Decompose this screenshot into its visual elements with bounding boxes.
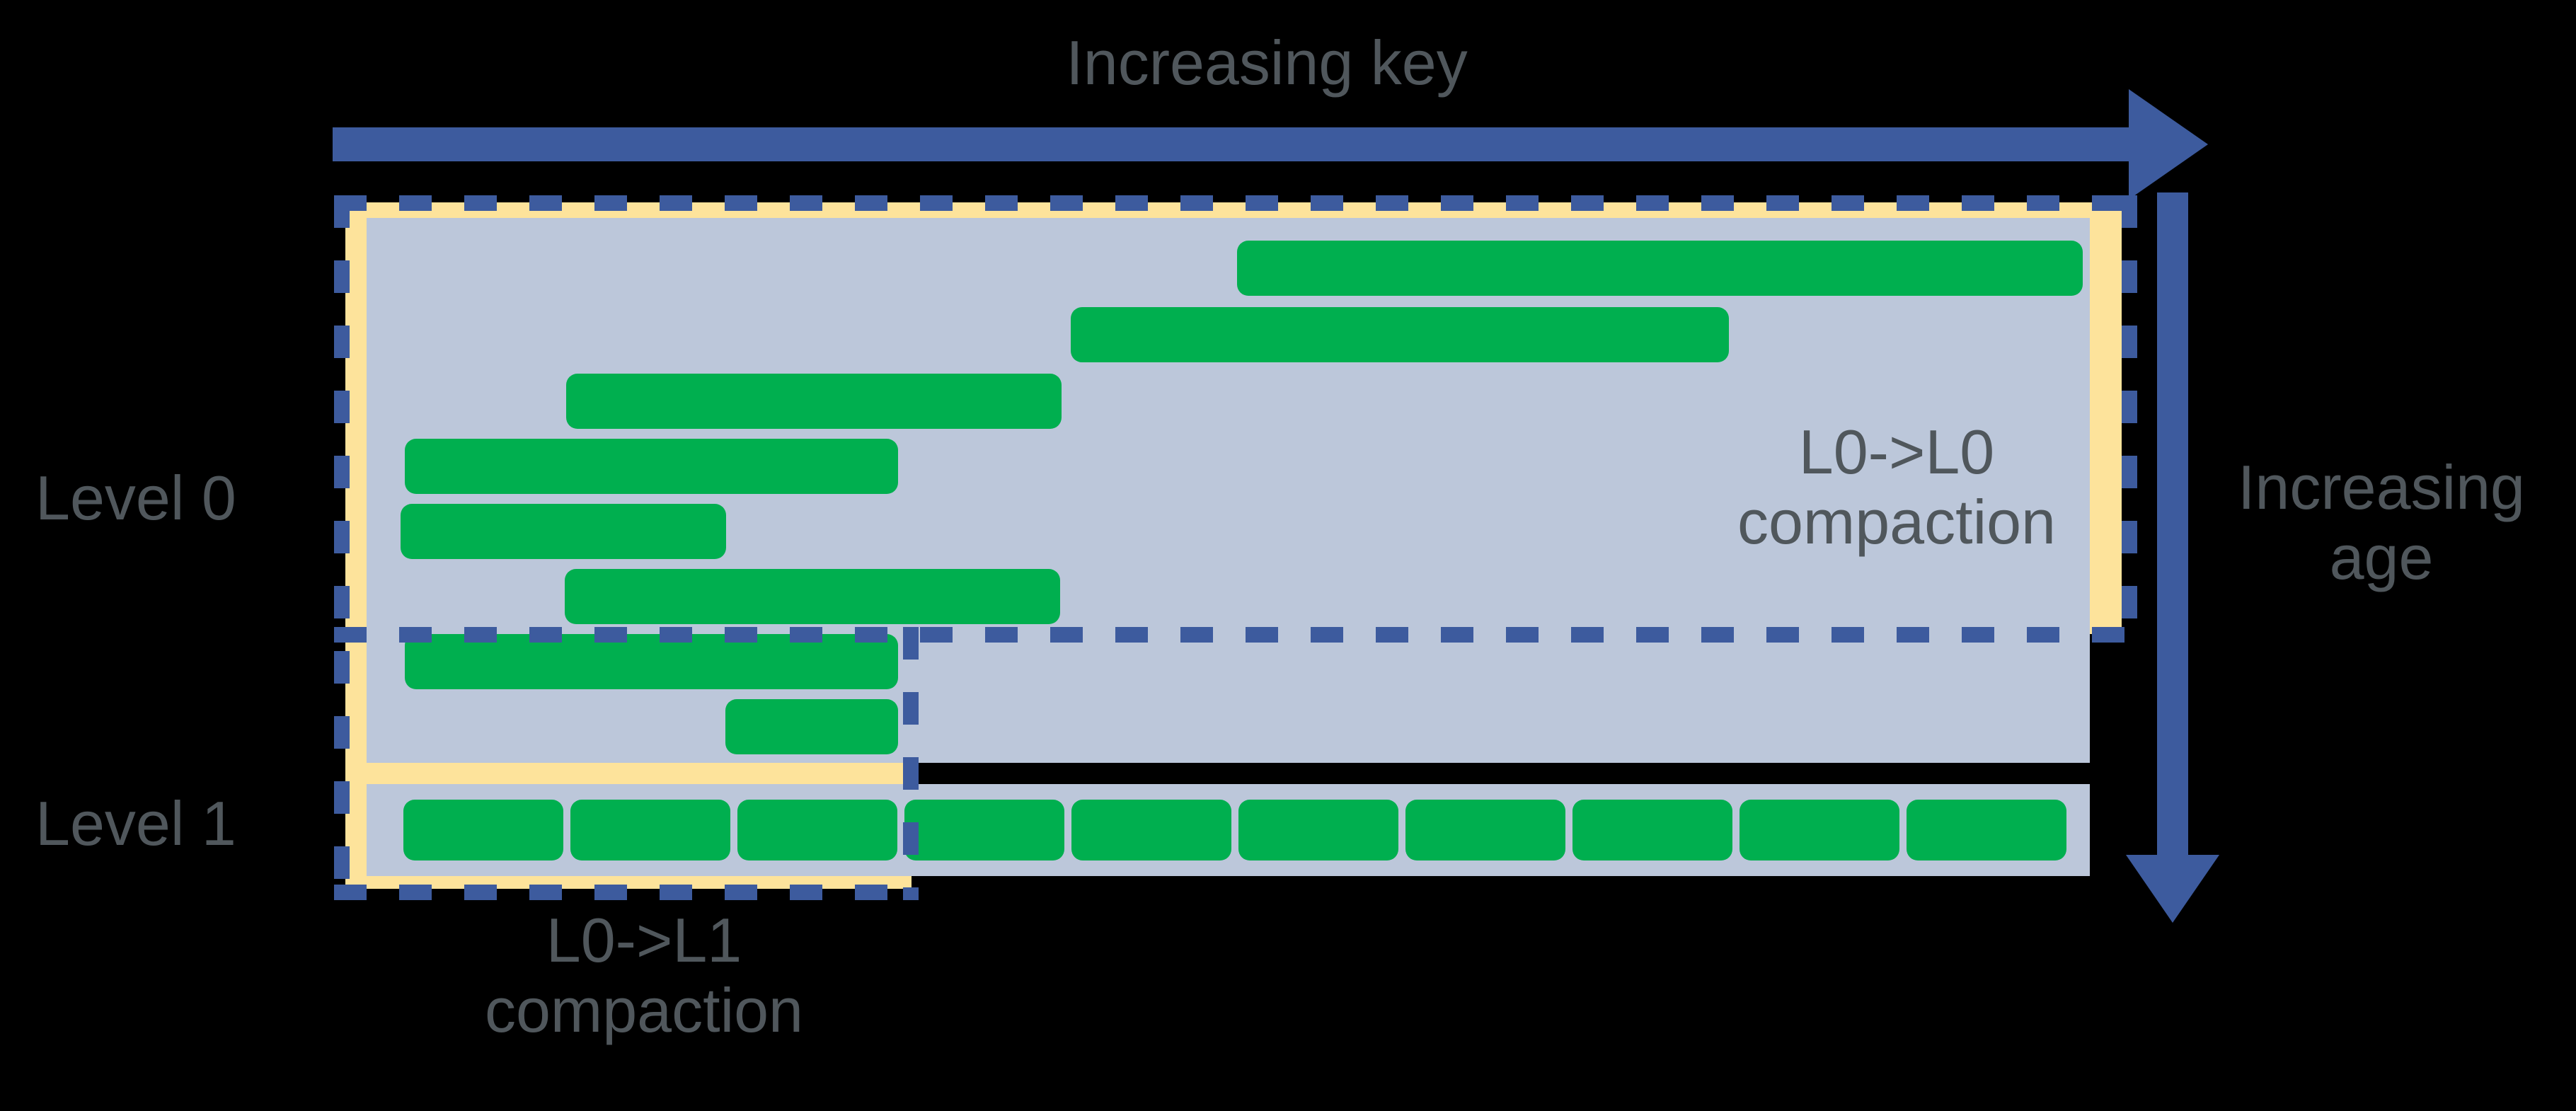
level-0-label: Level 0 bbox=[35, 463, 236, 533]
l0-l0-compaction-label: L0->L0 compaction bbox=[1737, 417, 2056, 557]
sstable-l0-1[interactable] bbox=[1237, 241, 2083, 296]
l0-l1-compaction-label: L0->L1 compaction bbox=[484, 905, 803, 1045]
sstable-l1-10[interactable] bbox=[1907, 800, 2066, 860]
level-1-label: Level 1 bbox=[35, 788, 236, 858]
right-arrow-icon-shaft bbox=[333, 127, 2130, 161]
l0-l1-dashed-bottom bbox=[334, 885, 919, 900]
sstable-l1-5[interactable] bbox=[1071, 800, 1231, 860]
sstable-l1-9[interactable] bbox=[1740, 800, 1899, 860]
age-axis-label: Increasing age bbox=[2237, 452, 2525, 592]
l0-l1-dashed-left bbox=[334, 195, 350, 900]
key-axis-label: Increasing key bbox=[1066, 28, 1468, 98]
l0-l0-dashed-bottom bbox=[334, 627, 2137, 643]
sstable-l1-7[interactable] bbox=[1405, 800, 1565, 860]
sstable-l1-8[interactable] bbox=[1572, 800, 1732, 860]
sstable-l0-8[interactable] bbox=[725, 699, 898, 754]
sstable-l1-2[interactable] bbox=[570, 800, 730, 860]
panel-gap-divider bbox=[912, 763, 2095, 784]
right-arrow-icon-head bbox=[2129, 89, 2208, 200]
sstable-l0-6[interactable] bbox=[565, 569, 1060, 624]
sstable-l1-1[interactable] bbox=[403, 800, 563, 860]
sstable-l0-5[interactable] bbox=[401, 504, 726, 559]
down-arrow-icon-shaft bbox=[2157, 192, 2188, 858]
down-arrow-icon-head bbox=[2126, 855, 2219, 923]
sstable-l1-6[interactable] bbox=[1238, 800, 1398, 860]
l0-l1-dashed-right bbox=[903, 627, 919, 900]
l0-l0-dashed-right bbox=[2122, 195, 2137, 635]
sstable-l0-4[interactable] bbox=[405, 439, 898, 494]
l0-l0-dashed-top bbox=[334, 195, 2137, 211]
sstable-l1-3[interactable] bbox=[737, 800, 897, 860]
sstable-l0-3[interactable] bbox=[566, 374, 1062, 429]
sstable-l0-2[interactable] bbox=[1071, 307, 1729, 362]
sstable-l1-4[interactable] bbox=[904, 800, 1064, 860]
sstable-l0-7[interactable] bbox=[405, 634, 898, 689]
